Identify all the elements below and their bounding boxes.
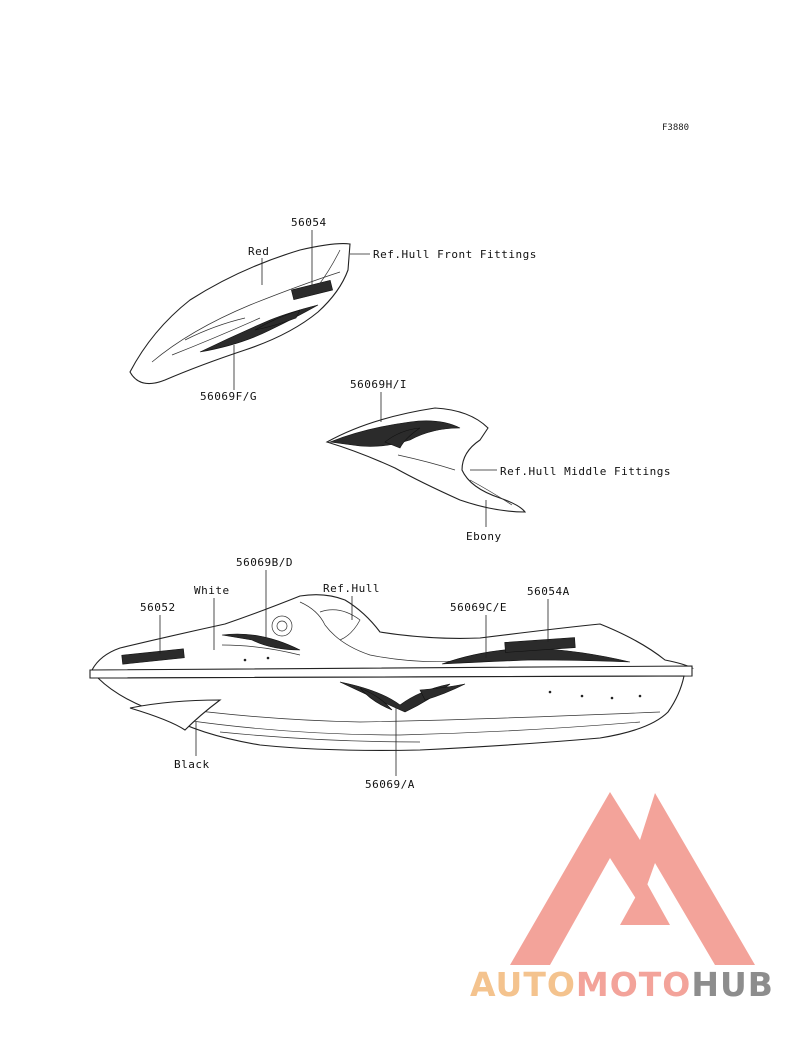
front-sub-label: 56069F/G: [200, 390, 257, 403]
hull-54a-label: 56054A: [527, 585, 570, 598]
watermark-wordmark: AUTOMOTOHUB: [470, 965, 774, 1004]
middle-color-label: Ebony: [466, 530, 502, 543]
hull-part: [89, 594, 695, 751]
front-ref-label: Ref.Hull Front Fittings: [373, 248, 537, 261]
middle-ref-label: Ref.Hull Middle Fittings: [500, 465, 671, 478]
hull-b-label: 56069B/D: [236, 556, 293, 569]
watermark-auto: AUTO: [470, 965, 576, 1004]
hull-black-label: Black: [174, 758, 210, 771]
hull-52-label: 56052: [140, 601, 176, 614]
watermark-moto: MOTO: [576, 965, 691, 1004]
hull-c-label: 56069C/E: [450, 601, 507, 614]
figure-code: F3880: [662, 123, 689, 133]
middle-fitting-part: [325, 407, 527, 513]
front-fitting-part: [129, 243, 351, 385]
hull-a-label: 56069/A: [365, 778, 415, 791]
middle-part-label: 56069H/I: [350, 378, 407, 391]
front-part-label: 56054: [291, 216, 327, 229]
hull-white-label: White: [194, 584, 230, 597]
hull-ref-label: Ref.Hull: [323, 582, 380, 595]
front-color-label: Red: [248, 245, 269, 258]
watermark-hub: HUB: [691, 965, 774, 1004]
watermark-logo-icon: [510, 792, 755, 965]
